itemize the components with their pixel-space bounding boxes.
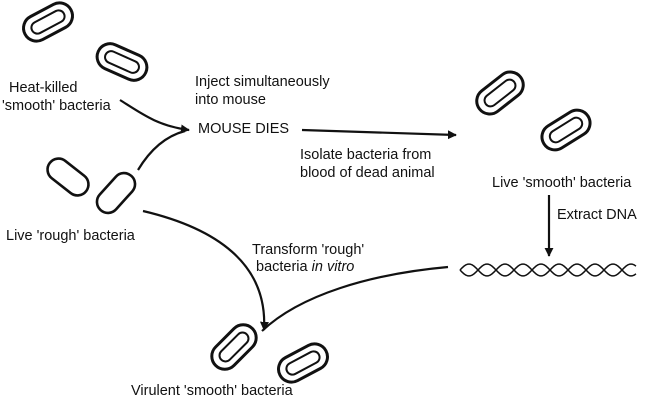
rough-bacterium-1 [46, 157, 90, 197]
label-isolate-line1: Isolate bacteria from [300, 147, 432, 163]
smooth-bacterium-1 [22, 1, 74, 43]
smooth-bacterium-2 [95, 42, 149, 82]
dna-helix [459, 263, 637, 277]
arrow-rough-to-mouse [137, 129, 186, 171]
arrow-mouse-to-live-smooth [301, 128, 457, 140]
live-smooth-bacterium-1 [475, 70, 525, 116]
label-heat-killed: Heat-killed [9, 80, 78, 96]
arrow-rough-transform [142, 209, 269, 331]
label-extract-dna: Extract DNA [557, 207, 637, 223]
rough-bacterium-2 [95, 171, 137, 215]
label-mouse-dies: MOUSE DIES [198, 121, 290, 137]
label-in-vitro: in vitro [311, 259, 355, 275]
virulent-bacterium-1 [210, 323, 258, 371]
arrow-dna-to-virulent [261, 265, 449, 332]
live-smooth-bacterium-2 [540, 108, 592, 152]
label-smooth-bacteria: 'smooth' bacteria [2, 98, 111, 114]
label-transform-bacteria: bacteria [256, 259, 312, 275]
label-transform-line1: Transform 'rough' [252, 242, 365, 258]
label-inject-line2: into mouse [195, 92, 266, 108]
label-isolate-line2: blood of dead animal [300, 165, 435, 181]
label-virulent-smooth: Virulent 'smooth' bacteria [131, 383, 293, 399]
label-live-smooth: Live 'smooth' bacteria [492, 175, 632, 191]
arrow-heat-killed-to-mouse [119, 99, 190, 134]
label-inject-line1: Inject simultaneously [195, 74, 330, 90]
virulent-bacterium-2 [277, 342, 329, 384]
label-live-rough: Live 'rough' bacteria [6, 228, 135, 244]
label-transform-line2: bacteria in vitro [256, 259, 354, 276]
